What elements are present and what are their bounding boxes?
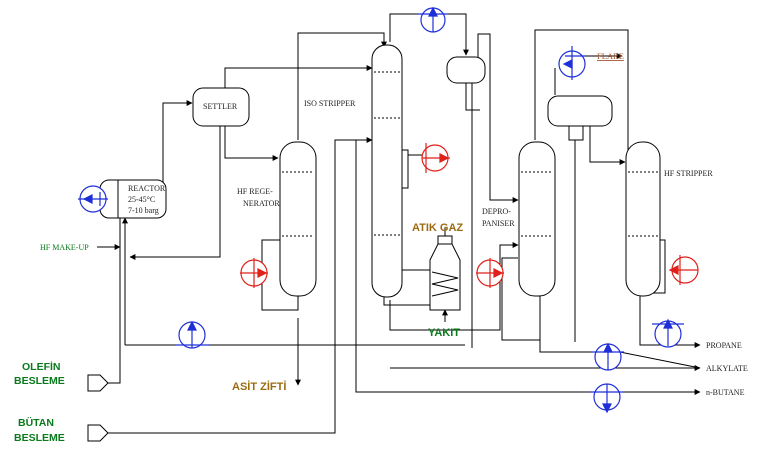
hf-regenerator-label-2: NERATOR	[243, 199, 280, 208]
propane-label: PROPANE	[706, 341, 742, 350]
settler-to-stripper-line	[224, 65, 373, 90]
furnace-icon	[429, 235, 461, 311]
asit-zifti-label: ASİT ZİFTİ	[232, 380, 286, 393]
heaters	[240, 143, 699, 288]
butan-label-1: BÜTAN	[18, 416, 54, 429]
coolers	[78, 6, 684, 414]
overhead-to-drum-line	[444, 13, 469, 56]
depropaniser-label-1: DEPRO-	[482, 207, 511, 216]
settler-vessel	[192, 87, 250, 127]
olefin-feed-line	[108, 218, 121, 384]
depropaniser-bottoms-line	[539, 296, 595, 353]
settler-to-regenerator-line	[224, 126, 279, 161]
nbutane-label: n-BUTANE	[706, 388, 745, 397]
column-trays	[282, 71, 658, 237]
flare-drum	[547, 95, 613, 127]
stripper-overhead-line	[389, 13, 422, 42]
hf-stripper-column	[625, 141, 661, 297]
vessels	[99, 44, 661, 298]
propane-line	[639, 296, 701, 348]
settler-label: SETTLER	[203, 102, 238, 111]
heat-exchanger-cooler-icon	[175, 320, 209, 349]
butane-feed-line	[108, 137, 373, 434]
iso-stripper-column	[371, 44, 403, 298]
drum-to-hf-stripper-line	[589, 126, 626, 165]
drum-to-depropaniser-line	[477, 33, 519, 203]
reactor-title-label: REACTOR	[128, 184, 166, 193]
alkylate-label: ALKYLATE	[706, 364, 748, 373]
heat-exchanger-cooler-icon	[558, 46, 586, 80]
reactor-pressure-label: 7-10 barg	[128, 206, 159, 215]
heat-exchanger-cooler-icon	[418, 6, 448, 33]
olefin-label-2: BESLEME	[14, 375, 65, 387]
regenerator-overhead-line	[297, 32, 387, 140]
heat-exchanger-heater-icon	[668, 255, 699, 285]
hf-regenerator-column	[279, 141, 317, 297]
feed-arrows	[87, 374, 109, 442]
olefin-label-1: OLEFİN	[22, 360, 61, 373]
heat-exchanger-heater-icon	[476, 258, 504, 288]
depropaniser-overhead-line	[534, 29, 629, 150]
heat-exchanger-heater-icon	[421, 143, 450, 173]
acid-recycle-line	[129, 126, 221, 260]
reactor-temp-label: 25-45°C	[128, 195, 155, 204]
heat-exchanger-cooler-icon	[590, 383, 624, 414]
heat-exchanger-cooler-icon	[78, 185, 108, 213]
furnace-coil	[431, 271, 459, 297]
feed-arrow-icon	[87, 374, 109, 392]
reactor-to-settler-line	[162, 100, 193, 190]
hf-regenerator-label-1: HF REGE-	[237, 187, 273, 196]
hf-makeup-label: HF MAKE-UP	[40, 243, 89, 252]
labels: SETTLER ISO STRIPPER REACTOR 25-45°C 7-1…	[14, 51, 748, 444]
hf-stripper-label: HF STRIPPER	[664, 169, 713, 178]
nbutane-riser	[355, 140, 590, 393]
regenerator-reboiler-line	[261, 239, 299, 311]
alkylate-connector	[619, 351, 701, 369]
depropaniser-column	[518, 141, 556, 297]
heat-exchanger-heater-icon	[240, 258, 268, 288]
furnace-stack	[437, 235, 453, 245]
drum-outlet-line	[465, 82, 480, 111]
atik-gaz-label: ATIK GAZ	[412, 222, 463, 234]
feed-arrow-icon	[87, 424, 109, 442]
flare-drum-boot	[568, 125, 584, 141]
iso-stripper-label: ISO STRIPPER	[304, 99, 356, 108]
overhead-drum	[446, 56, 486, 84]
piping	[97, 13, 701, 434]
stripper-bottoms-line	[389, 242, 519, 331]
depropaniser-label-2: PANISER	[482, 219, 515, 228]
yakit-label: YAKIT	[428, 327, 460, 339]
flare-label: FLARE	[597, 51, 624, 61]
heat-exchanger-cooler-icon	[592, 342, 624, 371]
heat-exchanger-cooler-icon	[652, 318, 684, 348]
butan-label-2: BESLEME	[14, 432, 65, 444]
